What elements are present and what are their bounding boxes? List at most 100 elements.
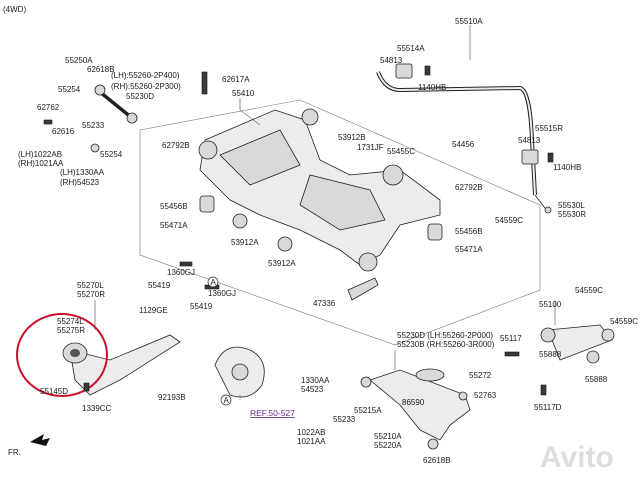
part-number: 55510A [455,17,483,26]
arm-bushing [601,328,615,342]
part-number: 54559C [610,317,638,326]
bolt [83,382,90,392]
mount-bushing [198,140,218,160]
bolt [201,71,208,95]
bushing-core [70,349,80,357]
bolt [540,384,547,396]
part-number: 53912B [338,133,366,142]
part-number: 53912A [231,238,259,247]
part-number: 55456B [455,227,483,236]
stabilizer-bar-highlight [377,71,536,196]
arm-bushing [540,327,556,343]
callout-a: A [211,278,217,287]
highlight-circle [16,313,108,397]
part-number: 55455C [387,147,415,156]
mount-bushing [358,252,378,272]
part-number: 54813 [380,56,403,65]
part-number: 55117D [534,403,562,412]
arm-bushing [586,350,600,364]
part-number: 55514A [397,44,425,53]
trailing-arm-55100 [547,324,613,361]
part-number: 62792B [455,183,483,192]
part-number: 53912A [268,259,296,268]
part-number: 55515R [535,124,563,133]
subframe-outline [139,99,541,346]
part-number: 55888 [585,375,608,384]
part-number: 55471A [160,221,188,230]
part-number: 62618B [423,456,451,465]
part-number: 54559C [575,286,603,295]
bushing-55456b [199,195,215,213]
part-number: 55530R [558,210,586,219]
part-number: 55117 [500,334,522,343]
part-number: 62616 [52,127,75,136]
arm-bushing [94,84,106,96]
callout-circle [220,394,232,406]
part-number: 55230D [126,92,154,101]
callout-a: A [224,396,230,405]
arm-bushing [427,438,439,450]
bolt [424,65,431,76]
bushing-53912a [232,213,248,229]
part-number: (LH):55260-2P400) [111,71,180,80]
part-labels: (4WD) FR. REF.50-527 55510A 55514A 54813… [3,5,638,465]
part-number: 55419 [190,302,213,311]
arm-bushing [126,112,138,124]
mount-bushing [301,108,319,126]
part-number: (RH)54523 [60,178,100,187]
part-number: 1731JF [357,143,384,152]
part-number: 55888 [539,350,562,359]
part-number: 1330AA [301,376,330,385]
part-number: 1360GJ [167,268,195,277]
leader-line [239,98,261,126]
part-number: 92193B [158,393,186,402]
part-number: (RH)1021AA [18,159,64,168]
reference-label: REF.50-527 [250,408,295,418]
part-number: 55530L [558,201,585,210]
part-number: 1339CC [82,404,112,413]
variant-label: (4WD) [3,5,26,14]
spring-seat-55272 [415,368,445,382]
bolt [504,351,520,357]
stabilizer-bushing [521,149,539,165]
part-number: 1129GE [139,306,168,315]
part-number: 55233 [82,121,105,130]
bolt [179,261,193,267]
part-number: 55233 [333,415,356,424]
part-number: 55419 [148,281,171,290]
part-number: 62618B [87,65,115,74]
part-number: (LH)1022AB [18,150,62,159]
part-number: 55274L [57,317,84,326]
crossmember-rib [219,129,301,186]
part-number: 55210A [374,432,402,441]
part-number: 55250A [65,56,93,65]
part-number: 1022AB [297,428,325,437]
part-number: 55275R [57,326,85,335]
part-number: 62617A [222,75,250,84]
part-number: 55270L [77,281,104,290]
part-number: 55215A [354,406,382,415]
part-number: 52763 [474,391,497,400]
part-number: 86590 [402,398,425,407]
part-number: 62762 [37,103,60,112]
part-number: 55145D [40,387,68,396]
crossmember-rib [299,174,386,231]
part-number: 55230B (RH:55260-3R000) [397,340,495,349]
mount-bushing [382,164,404,186]
part-number: 1360GJ [208,289,236,298]
part-number: 55272 [469,371,492,380]
part-number: 54456 [452,140,475,149]
part-number: 55254 [100,150,123,159]
part-number: 55100 [539,300,562,309]
part-number: 1140HB [418,83,446,92]
part-number: 54813 [518,136,541,145]
stabilizer-bushing [395,63,413,79]
knuckle-bore [231,363,249,381]
part-number: 1021AA [297,437,326,446]
washer-55254 [90,143,100,153]
part-number: (RH):55260-2P300) [111,82,181,91]
part-number: 55410 [232,89,255,98]
part-number: 54559C [495,216,523,225]
bolt [547,152,554,163]
part-number: 47336 [313,299,336,308]
